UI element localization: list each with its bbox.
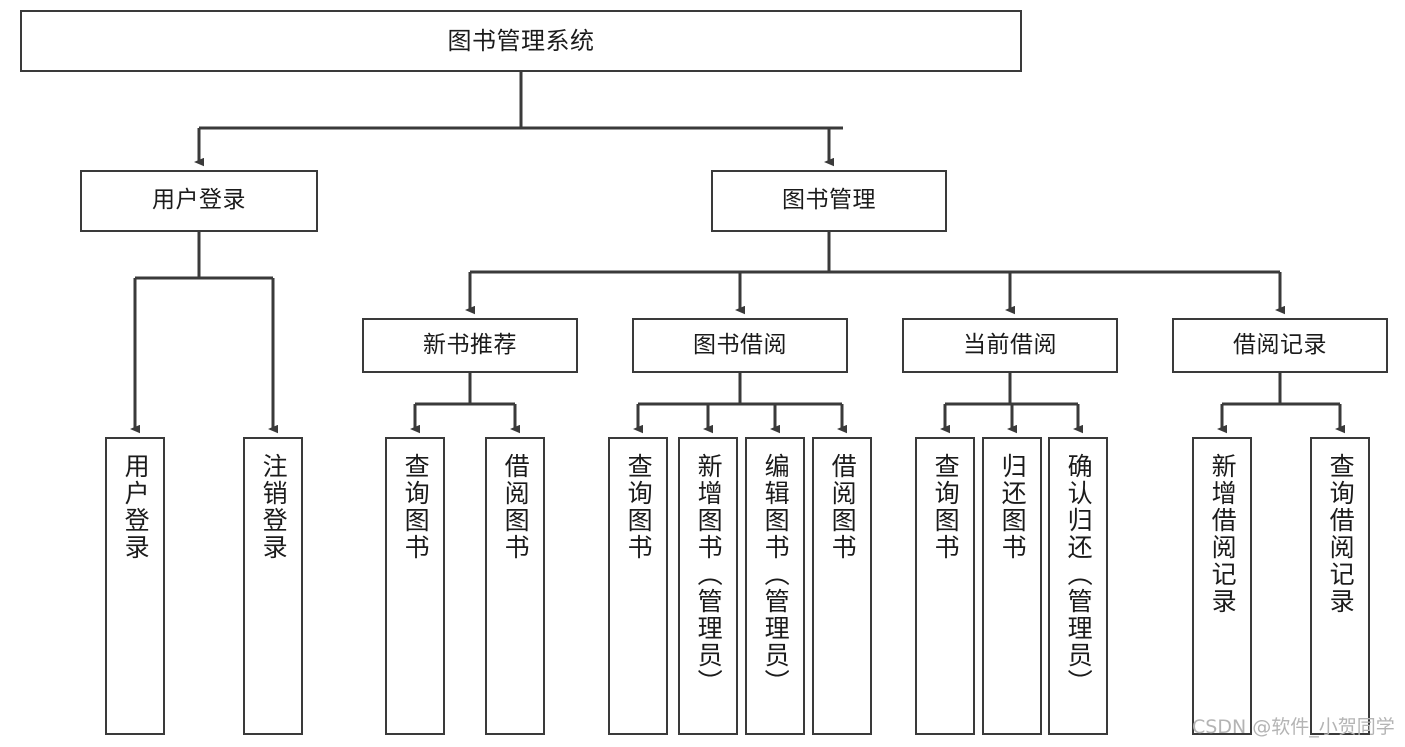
node-label: 图书管理系统 xyxy=(447,26,595,55)
node-label: 借阅记录 xyxy=(1233,331,1327,358)
node-label: 查询图书 xyxy=(931,453,961,561)
node-label: 用户登录 xyxy=(152,187,246,214)
node-root-book-management-system[interactable]: 图书管理系统 xyxy=(20,10,1022,72)
node-label: 图书管理 xyxy=(782,187,876,214)
csdn-watermark: CSDN @软件_小贺同学 xyxy=(1192,716,1395,738)
node-label: 查询借阅记录 xyxy=(1326,453,1356,615)
leaf-borrow-record-add-record[interactable]: 新增借阅记录 xyxy=(1192,437,1252,735)
node-label: 当前借阅 xyxy=(963,331,1057,358)
leaf-current-borrow-return-book[interactable]: 归还图书 xyxy=(982,437,1042,735)
leaf-current-borrow-confirm-return-admin[interactable]: 确认归还（管理员） xyxy=(1048,437,1108,735)
leaf-user-login-login[interactable]: 用户登录 xyxy=(105,437,165,735)
node-book-management[interactable]: 图书管理 xyxy=(711,170,947,232)
node-user-login[interactable]: 用户登录 xyxy=(80,170,318,232)
leaf-book-borrow-borrow-book[interactable]: 借阅图书 xyxy=(812,437,872,735)
node-book-borrow[interactable]: 图书借阅 xyxy=(632,318,848,373)
node-label: 借阅图书 xyxy=(501,453,531,561)
leaf-book-borrow-query-book[interactable]: 查询图书 xyxy=(608,437,668,735)
node-label: 用户登录 xyxy=(121,453,151,561)
leaf-current-borrow-query-book[interactable]: 查询图书 xyxy=(915,437,975,735)
node-current-borrow[interactable]: 当前借阅 xyxy=(902,318,1118,373)
node-borrow-record[interactable]: 借阅记录 xyxy=(1172,318,1388,373)
leaf-user-login-logout[interactable]: 注销登录 xyxy=(243,437,303,735)
node-label: 注销登录 xyxy=(259,453,289,561)
node-label: 图书借阅 xyxy=(693,331,787,358)
leaf-book-borrow-edit-book-admin[interactable]: 编辑图书（管理员） xyxy=(745,437,805,735)
node-label: 新增借阅记录 xyxy=(1208,453,1238,615)
leaf-book-borrow-add-book-admin[interactable]: 新增图书（管理员） xyxy=(678,437,738,735)
node-label: 确认归还（管理员） xyxy=(1064,453,1094,696)
node-label: 借阅图书 xyxy=(828,453,858,561)
leaf-borrow-record-query-record[interactable]: 查询借阅记录 xyxy=(1310,437,1370,735)
leaf-new-book-query-book[interactable]: 查询图书 xyxy=(385,437,445,735)
node-label: 归还图书 xyxy=(998,453,1028,561)
node-new-book-recommendation[interactable]: 新书推荐 xyxy=(362,318,578,373)
node-label: 查询图书 xyxy=(624,453,654,561)
node-label: 新书推荐 xyxy=(423,331,517,358)
leaf-new-book-borrow-book[interactable]: 借阅图书 xyxy=(485,437,545,735)
node-label: 查询图书 xyxy=(401,453,431,561)
node-label: 编辑图书（管理员） xyxy=(761,453,791,696)
node-label: 新增图书（管理员） xyxy=(694,453,724,696)
